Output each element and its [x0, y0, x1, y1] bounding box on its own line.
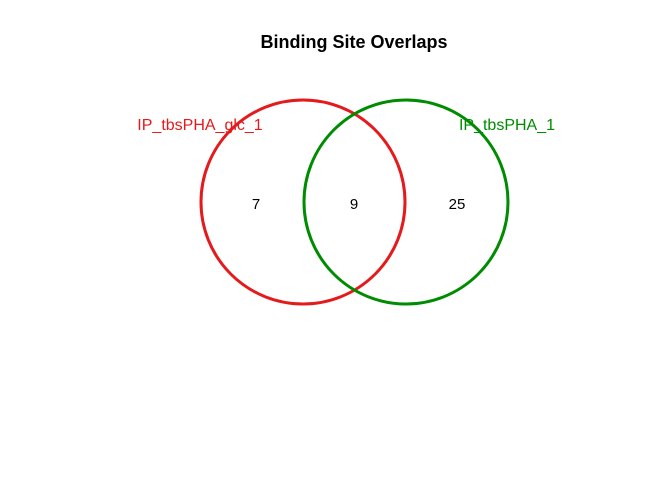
- set-circle-ip-tbspha-1: [302, 98, 510, 306]
- set-label-ip-tbspha-1: IP_tbsPHA_1: [459, 117, 555, 134]
- diagram-title: Binding Site Overlaps: [260, 32, 447, 52]
- count-only-ip-tbspha-1: 25: [449, 196, 466, 213]
- set-label-ip-tbspha-glc-1: IP_tbsPHA_glc_1: [137, 117, 263, 134]
- set-circle-ip-tbspha-glc-1: [199, 98, 407, 306]
- count-intersection: 9: [350, 196, 358, 213]
- count-only-ip-tbspha-glc-1: 7: [252, 196, 260, 213]
